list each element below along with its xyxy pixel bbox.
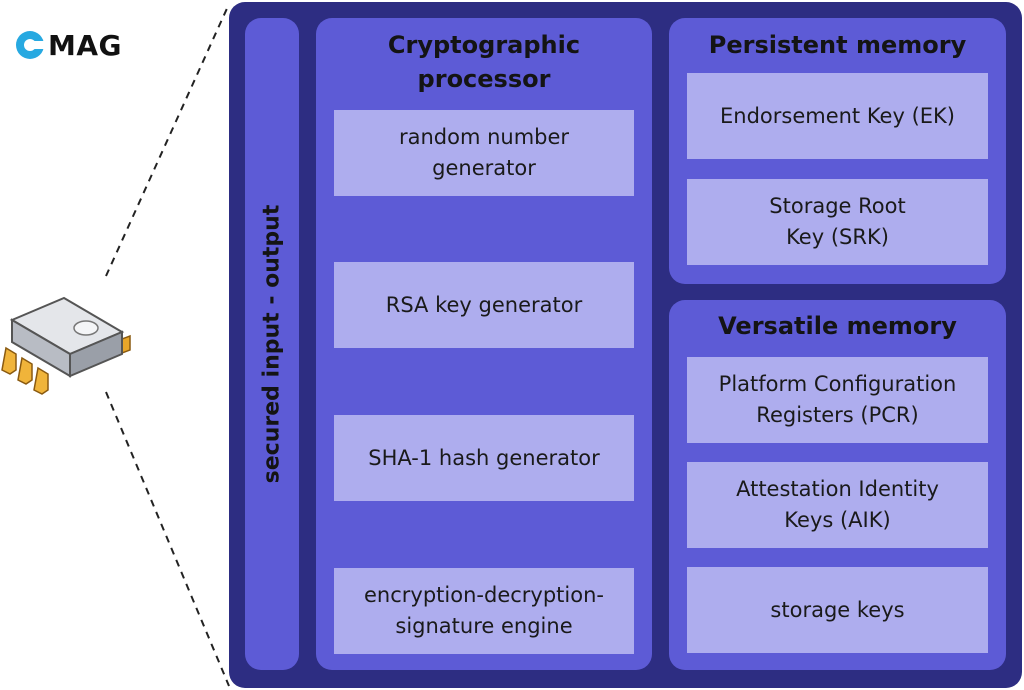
- zoom-line-bottom: [105, 391, 230, 687]
- box-line: Keys (AIK): [784, 508, 891, 532]
- box-line: Attestation Identity: [736, 477, 939, 501]
- box-line: storage keys: [770, 597, 905, 622]
- versatile-item-storage-keys: storage keys: [687, 567, 988, 653]
- versatile-title: Versatile memory: [718, 312, 957, 340]
- box-line: signature engine: [395, 614, 573, 638]
- box-line: random number: [398, 125, 570, 149]
- crypto-item-rng: random number generator: [334, 110, 634, 196]
- box-line: encryption-decryption-: [364, 583, 604, 607]
- pcmag-logo[interactable]: MAG: [14, 27, 144, 63]
- persistent-title: Persistent memory: [708, 31, 967, 59]
- box-line: SHA-1 hash generator: [368, 445, 600, 470]
- crypto-item-sha1: SHA-1 hash generator: [334, 415, 634, 501]
- chip-icon: [1, 296, 131, 395]
- pcmag-logo-icon: [16, 31, 46, 59]
- crypto-item-engine: encryption-decryption-signature engine: [334, 568, 634, 654]
- box-line: RSA key generator: [385, 292, 583, 317]
- persistent-memory-panel: Persistent memory Endorsement Key (EK) S…: [669, 18, 1006, 284]
- io-label: secured input - output: [259, 204, 285, 484]
- logo-text: MAG: [48, 28, 123, 62]
- box-line: Registers (PCR): [756, 403, 919, 427]
- crypto-title-line1: Cryptographic: [387, 31, 581, 59]
- box-line: Platform Configuration: [718, 372, 957, 396]
- io-panel: secured input - output: [245, 18, 299, 670]
- crypto-title: Cryptographic processor: [316, 28, 652, 96]
- box-line: Endorsement Key (EK): [719, 103, 956, 128]
- persistent-item-ek: Endorsement Key (EK): [687, 73, 988, 159]
- box-line: generator: [432, 156, 536, 180]
- crypto-processor-panel: Cryptographic processor random number gen…: [316, 18, 652, 670]
- box-line: Storage Root: [769, 194, 906, 218]
- crypto-title-line2: processor: [417, 65, 551, 93]
- box-line: Key (SRK): [786, 225, 889, 249]
- crypto-item-rsa: RSA key generator: [334, 262, 634, 348]
